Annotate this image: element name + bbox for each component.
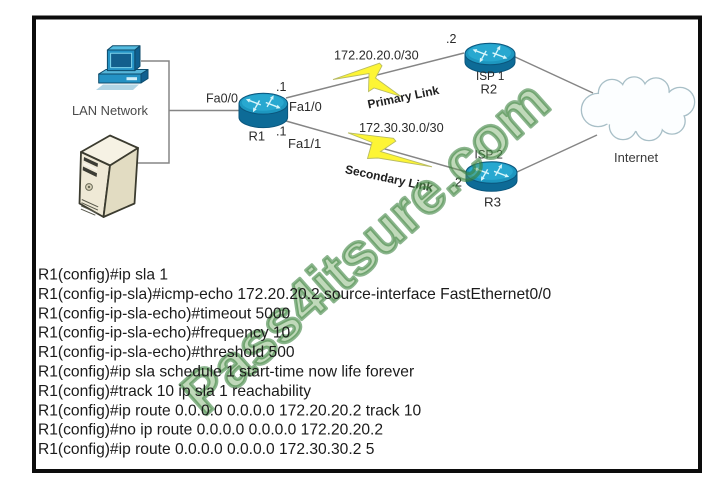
svg-text:R1(config)#ip route 0.0.0.0 0.: R1(config)#ip route 0.0.0.0 0.0.0.0 172.…	[38, 441, 375, 458]
svg-text:R1(config-ip-sla-echo)#timeout: R1(config-ip-sla-echo)#timeout 5000	[38, 305, 291, 322]
svg-text:.1: .1	[276, 125, 286, 139]
svg-text:Fa0/0: Fa0/0	[206, 92, 238, 106]
svg-text:R2: R2	[481, 82, 498, 97]
svg-text:R1: R1	[249, 129, 266, 144]
svg-text:172.30.30.0/30: 172.30.30.0/30	[359, 121, 444, 135]
svg-text:ISP 2: ISP 2	[475, 149, 503, 162]
svg-text:Internet: Internet	[614, 150, 658, 165]
svg-text:R1(config)#ip sla schedule 1 s: R1(config)#ip sla schedule 1 start-time …	[38, 364, 414, 381]
svg-text:R3: R3	[484, 195, 501, 210]
svg-text:R1(config)#ip route 0.0.0.0 0.: R1(config)#ip route 0.0.0.0 0.0.0.0 172.…	[38, 402, 421, 419]
svg-text:ISP 1: ISP 1	[476, 70, 504, 83]
svg-text:R1(config)#track 10 ip sla 1 r: R1(config)#track 10 ip sla 1 reachabilit…	[38, 383, 311, 400]
svg-text:.2: .2	[452, 176, 462, 190]
svg-text:Fa1/1: Fa1/1	[288, 136, 321, 151]
svg-text:R1(config-ip-sla)#icmp-echo 17: R1(config-ip-sla)#icmp-echo 172.20.20.2 …	[38, 286, 551, 303]
svg-text:Fa1/0: Fa1/0	[289, 99, 322, 114]
svg-text:LAN Network: LAN Network	[72, 103, 148, 118]
svg-text:.2: .2	[446, 32, 456, 46]
svg-text:R1(config-ip-sla-echo)#frequen: R1(config-ip-sla-echo)#frequency 10	[38, 325, 291, 342]
svg-text:172.20.20.0/30: 172.20.20.0/30	[334, 49, 419, 63]
svg-text:R1(config-ip-sla-echo)#thresho: R1(config-ip-sla-echo)#threshold 500	[38, 344, 295, 361]
svg-text:.1: .1	[276, 80, 286, 94]
svg-text:R1(config)#no ip route 0.0.0.0: R1(config)#no ip route 0.0.0.0 0.0.0.0 1…	[38, 422, 383, 439]
svg-text:R1(config)#ip sla 1: R1(config)#ip sla 1	[38, 267, 168, 284]
